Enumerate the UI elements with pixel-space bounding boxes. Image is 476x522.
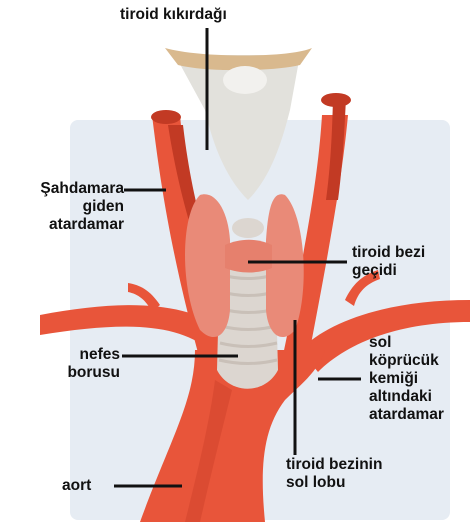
- thyroid-isthmus: [225, 240, 272, 273]
- label-trachea: nefes borusu: [67, 346, 120, 382]
- label-carotid-line-2: giden: [40, 198, 124, 216]
- label-subclavian-line-3: kemiği: [369, 370, 444, 388]
- label-isthmus-line-2: geçidi: [352, 262, 425, 280]
- label-subclavian-artery: sol köprücük kemiği altındaki atardamar: [369, 334, 444, 424]
- label-subclavian-line-1: sol: [369, 334, 444, 352]
- label-isthmus-line-1: tiroid bezi: [352, 244, 425, 262]
- cricoid: [232, 218, 264, 238]
- label-thyroid-cartilage: tiroid kıkırdağı: [120, 6, 227, 24]
- right-vessel-end: [321, 93, 351, 107]
- label-subclavian-line-5: atardamar: [369, 406, 444, 424]
- label-aorta: aort: [62, 477, 91, 495]
- label-subclavian-line-4: altındaki: [369, 388, 444, 406]
- label-subclavian-line-2: köprücük: [369, 352, 444, 370]
- label-carotid-artery: Şahdamara giden atardamar: [40, 180, 124, 234]
- label-left-lobe: tiroid bezinin sol lobu: [286, 456, 382, 492]
- label-left-lobe-line-1: tiroid bezinin: [286, 456, 382, 474]
- label-trachea-line-2: borusu: [67, 364, 120, 382]
- label-carotid-line-3: atardamar: [40, 216, 124, 234]
- label-carotid-line-1: Şahdamara: [40, 180, 124, 198]
- left-vessel-end: [151, 110, 181, 124]
- label-isthmus: tiroid bezi geçidi: [352, 244, 425, 280]
- label-left-lobe-line-2: sol lobu: [286, 474, 382, 492]
- label-thyroid-cartilage-line: tiroid kıkırdağı: [120, 6, 227, 24]
- label-trachea-line-1: nefes: [67, 346, 120, 364]
- hyoid-highlight: [223, 66, 267, 94]
- label-aorta-line: aort: [62, 477, 91, 495]
